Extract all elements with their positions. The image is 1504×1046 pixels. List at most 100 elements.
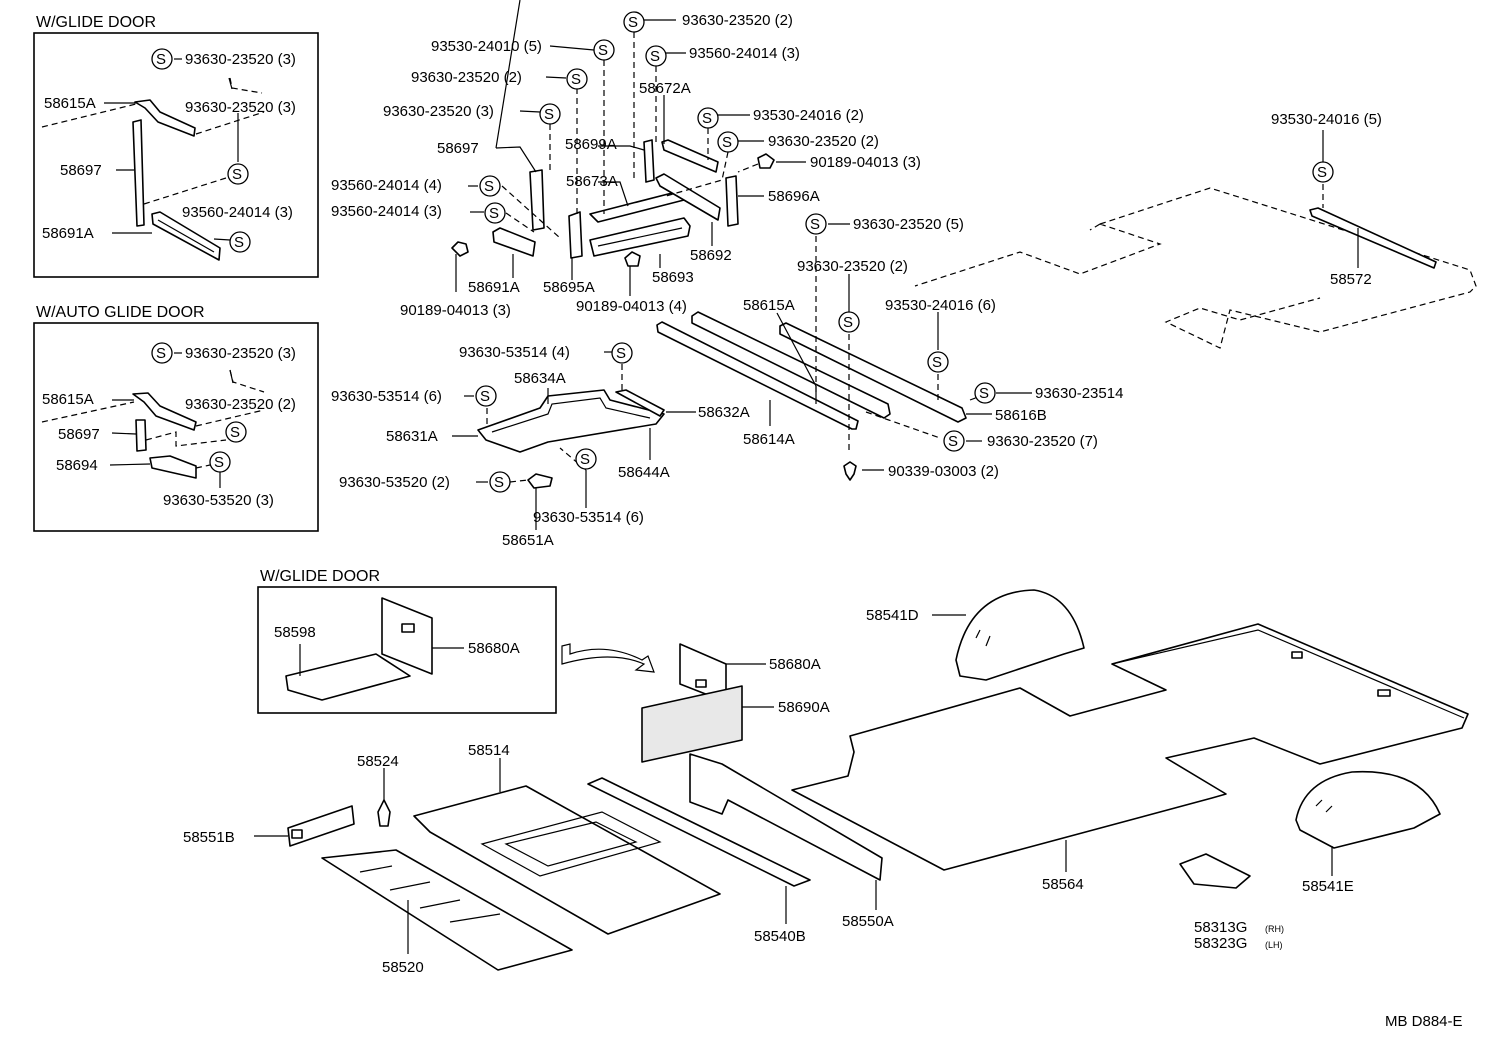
leader	[549, 45, 595, 51]
label-58680a: 58680A	[769, 656, 821, 673]
dashed-leader	[195, 464, 211, 469]
leader	[228, 77, 233, 90]
bolt-symbol: S	[927, 351, 949, 373]
label-93560-24014: 93560-24014 (4)	[331, 177, 442, 194]
part-58697-strip	[132, 119, 145, 227]
part-58690a-panel	[641, 685, 743, 763]
part-58697-strip	[135, 419, 147, 452]
step-cover-inner	[504, 821, 638, 867]
panel-slot	[401, 623, 415, 633]
label-93630-23520: 93630-23520 (3)	[185, 345, 296, 362]
svg-text:S: S	[489, 205, 499, 222]
label-93630-23520: 93630-23520 (2)	[797, 258, 908, 275]
label-58651a: 58651A	[502, 532, 554, 549]
part-58520-scuff-plate	[321, 849, 573, 971]
section-title-glide-door-lower: W/GLIDE DOOR	[260, 568, 380, 585]
svg-text:S: S	[1317, 164, 1327, 181]
part-58540b-strip	[587, 777, 811, 887]
leader	[776, 312, 817, 387]
part-58631a-frame	[477, 389, 665, 453]
leader	[213, 238, 231, 241]
label-93560-24014: 93560-24014 (3)	[689, 45, 800, 62]
svg-text:S: S	[156, 51, 166, 68]
screw-90339-03003	[843, 461, 857, 481]
leader	[519, 110, 541, 113]
label-93560-24014: 93560-24014 (3)	[182, 204, 293, 221]
label-58632a: 58632A	[698, 404, 750, 421]
label-58550a: 58550A	[842, 913, 894, 930]
bolt-symbol: S	[575, 448, 597, 470]
label-93630-23520: 93630-23520 (2)	[768, 133, 879, 150]
label-58541e: 58541E	[1302, 878, 1354, 895]
bolt-symbol: S	[539, 103, 561, 125]
label-93630-53514: 93630-53514 (6)	[331, 388, 442, 405]
label-93630-23520: 93630-23520 (3)	[185, 99, 296, 116]
dashed-leader	[737, 163, 759, 173]
label-90189-04013: 90189-04013 (3)	[810, 154, 921, 171]
part-58695a-strip	[568, 211, 583, 259]
mat-slot	[1377, 689, 1391, 697]
dashed-leader	[229, 77, 263, 94]
label-93630-23520: 93630-23520 (2)	[682, 12, 793, 29]
label-58323g: 58323G	[1194, 935, 1247, 952]
inset-box-auto-glide-door	[33, 322, 319, 532]
label-58692: 58692	[690, 247, 732, 264]
svg-text:S: S	[810, 216, 820, 233]
part-58598-mat	[285, 653, 411, 701]
part-58514-step-cover	[413, 785, 721, 935]
bolt-symbol: S	[225, 421, 247, 443]
label-58696a: 58696A	[768, 188, 820, 205]
clip-90189-04013	[757, 153, 775, 169]
leader	[111, 432, 137, 435]
svg-text:S: S	[234, 234, 244, 251]
svg-text:S: S	[598, 42, 608, 59]
mat-slot	[1291, 651, 1303, 659]
svg-text:S: S	[843, 314, 853, 331]
bolt-symbol: S	[593, 39, 615, 61]
label-58313g: 58313G	[1194, 919, 1247, 936]
label-58514: 58514	[468, 742, 510, 759]
dashed-leader	[865, 411, 941, 439]
label-58541d: 58541D	[866, 607, 919, 624]
svg-text:S: S	[544, 106, 554, 123]
bolt-symbol: S	[838, 311, 860, 333]
label-93630-23520: 93630-23520 (7)	[987, 433, 1098, 450]
svg-text:S: S	[932, 354, 942, 371]
dashed-leader	[41, 103, 137, 128]
label-93630-23520: 93630-23520 (5)	[853, 216, 964, 233]
svg-text:S: S	[702, 110, 712, 127]
part-58614a-rail	[656, 321, 859, 430]
label-58693: 58693	[652, 269, 694, 286]
part-58616b-rail	[779, 322, 967, 423]
label-58690a: 58690A	[778, 699, 830, 716]
leader	[109, 463, 151, 466]
bolt-symbol: S	[645, 45, 667, 67]
part-58632a-bracket	[615, 389, 665, 417]
part-58694-bracket	[149, 455, 197, 479]
label-58524: 58524	[357, 753, 399, 770]
dashed-leader	[501, 185, 561, 239]
clip-90189-04013	[451, 241, 469, 257]
dashed-leader	[229, 369, 265, 393]
leader	[229, 369, 234, 384]
frame-detail-line	[491, 397, 651, 433]
part-58672a-rail	[661, 139, 719, 173]
dashed-leader	[195, 409, 265, 427]
svg-text:S: S	[580, 451, 590, 468]
part-58680a-panel	[381, 597, 433, 675]
label-58551b: 58551B	[183, 829, 235, 846]
label-58697: 58697	[58, 426, 100, 443]
label-90189-04013: 90189-04013 (3)	[400, 302, 511, 319]
part-58313g-pad	[1179, 853, 1251, 889]
bolt-symbol: S	[805, 213, 827, 235]
svg-text:S: S	[616, 345, 626, 362]
label-90189-04013: 90189-04013 (4)	[576, 298, 687, 315]
part-58564-floor-mat	[791, 623, 1469, 871]
mat-edge-line	[1111, 629, 1465, 719]
leader	[598, 181, 629, 207]
label-58644a: 58644A	[618, 464, 670, 481]
svg-text:S: S	[480, 388, 490, 405]
leader	[495, 0, 521, 149]
dashed-leader	[505, 212, 535, 233]
